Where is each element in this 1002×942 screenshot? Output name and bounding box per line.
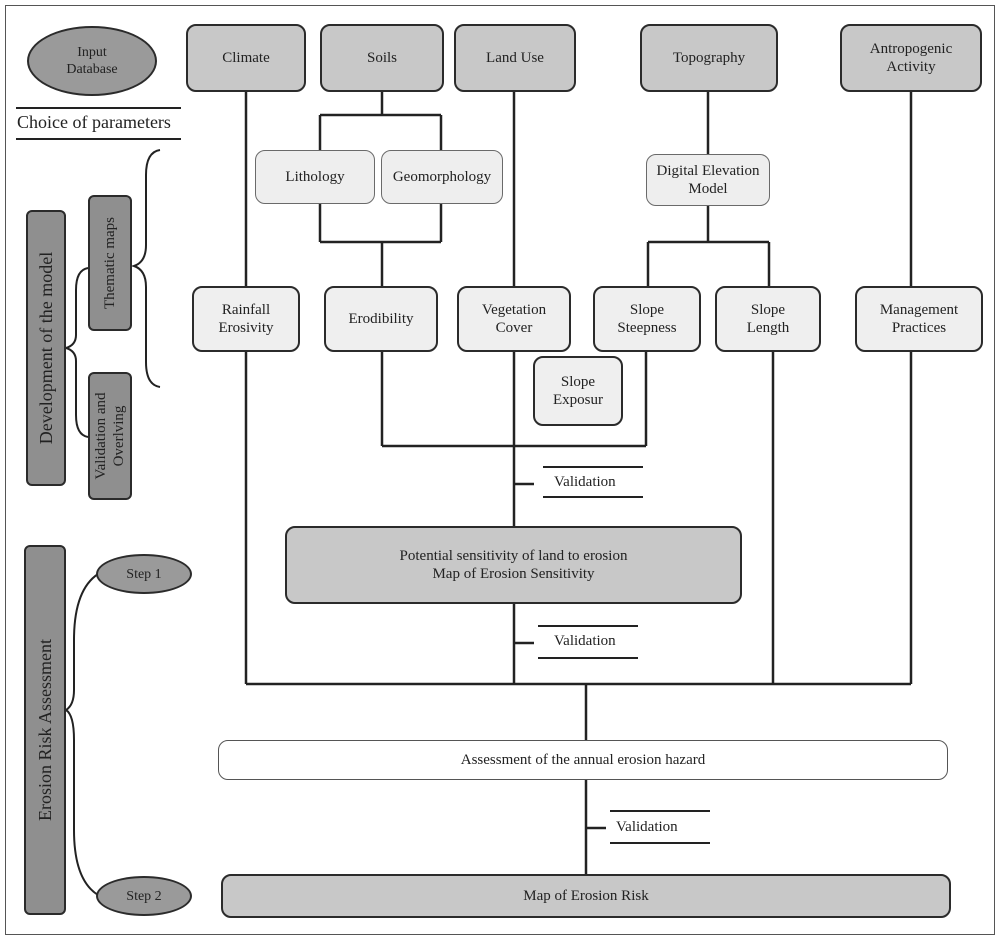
slope-steepness-label: Slope Steepness bbox=[617, 302, 677, 336]
erosion-risk-assessment-label: Erosion Risk Assessment bbox=[35, 638, 55, 822]
erosion-sensitivity-box: Potential sensitivity of land to erosion… bbox=[285, 526, 742, 604]
erodibility-box: Erodibility bbox=[324, 286, 438, 352]
erodibility-label: Erodibility bbox=[348, 311, 414, 327]
step1-ellipse: Step 1 bbox=[96, 554, 192, 594]
annual-erosion-hazard-box: Assessment of the annual erosion hazard bbox=[218, 740, 948, 780]
development-of-model-bar: Development of the model bbox=[26, 210, 66, 486]
slope-steepness-box: Slope Steepness bbox=[593, 286, 701, 352]
slope-length-label: Slope Length bbox=[746, 302, 790, 336]
lithology-box: Lithology bbox=[255, 150, 375, 204]
thematic-maps-label: Thematic maps bbox=[102, 216, 118, 310]
choice-of-parameters-label: Choice of parameters bbox=[17, 112, 171, 132]
geomorphology-label: Geomorphology bbox=[392, 169, 492, 185]
dem-box: Digital Elevation Model bbox=[646, 154, 770, 206]
validation-overlving-bar: Validation and Overlving bbox=[88, 372, 132, 500]
step1-label: Step 1 bbox=[126, 566, 162, 582]
validation-label-1: Validation bbox=[554, 474, 616, 490]
thematic-maps-bar: Thematic maps bbox=[88, 195, 132, 331]
rainfall-erosivity-box: Rainfall Erosivity bbox=[192, 286, 300, 352]
land-use-label: Land Use bbox=[486, 50, 544, 66]
topography-box: Topography bbox=[640, 24, 778, 92]
slope-length-box: Slope Length bbox=[715, 286, 821, 352]
soils-box: Soils bbox=[320, 24, 444, 92]
erosion-risk-assessment-bar: Erosion Risk Assessment bbox=[24, 545, 66, 915]
antropogenic-activity-label: Antropogenic Activity bbox=[869, 41, 953, 75]
outer-frame bbox=[5, 5, 995, 935]
lithology-label: Lithology bbox=[285, 169, 345, 185]
step2-ellipse: Step 2 bbox=[96, 876, 192, 916]
step2-label: Step 2 bbox=[126, 888, 162, 904]
erosion-sensitivity-label: Potential sensitivity of land to erosion… bbox=[399, 548, 628, 582]
development-of-model-label: Development of the model bbox=[36, 251, 56, 445]
land-use-box: Land Use bbox=[454, 24, 576, 92]
management-practices-box: Management Practices bbox=[855, 286, 983, 352]
validation-label-3: Validation bbox=[616, 819, 678, 835]
topography-label: Topography bbox=[672, 50, 746, 66]
slope-exposur-box: Slope Exposur bbox=[533, 356, 623, 426]
rainfall-erosivity-label: Rainfall Erosivity bbox=[218, 302, 274, 336]
input-database-label: Input Database bbox=[66, 45, 118, 77]
validation-label-2: Validation bbox=[554, 633, 616, 649]
management-practices-label: Management Practices bbox=[879, 302, 959, 336]
slope-exposur-label: Slope Exposur bbox=[553, 374, 603, 408]
erosion-risk-map-label: Map of Erosion Risk bbox=[523, 888, 649, 904]
vegetation-cover-label: Vegetation Cover bbox=[481, 302, 547, 336]
validation-overlving-label: Validation and Overlving bbox=[93, 392, 127, 480]
soils-label: Soils bbox=[366, 50, 397, 66]
antropogenic-activity-box: Antropogenic Activity bbox=[840, 24, 982, 92]
input-database-ellipse: Input Database bbox=[27, 26, 157, 96]
vegetation-cover-box: Vegetation Cover bbox=[457, 286, 571, 352]
annual-erosion-hazard-label: Assessment of the annual erosion hazard bbox=[460, 752, 706, 768]
dem-label: Digital Elevation Model bbox=[656, 163, 760, 197]
climate-box: Climate bbox=[186, 24, 306, 92]
geomorphology-box: Geomorphology bbox=[381, 150, 503, 204]
climate-label: Climate bbox=[222, 50, 270, 66]
erosion-risk-map-box: Map of Erosion Risk bbox=[221, 874, 951, 918]
